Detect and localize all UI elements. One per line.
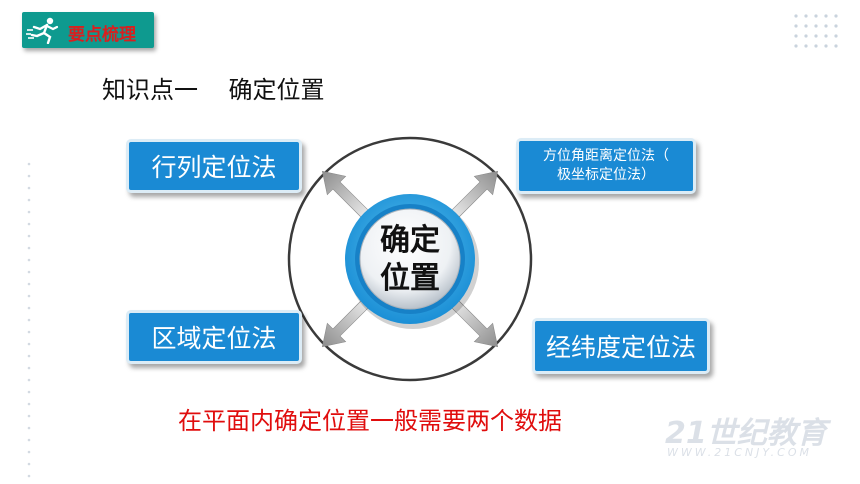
watermark-sub: WWW.21CNJY.COM (667, 446, 813, 459)
method-polar: 方位角距离定位法（ 极坐标定位法） (516, 138, 696, 194)
method-polar-line-1: 方位角距离定位法（ (543, 148, 669, 164)
method-lat-lon-label: 经纬度定位法 (545, 333, 696, 362)
section-title: 知识点一 确定位置 (102, 76, 325, 104)
vertical-dots-decoration (27, 162, 31, 478)
method-region: 区域定位法 (126, 310, 302, 364)
watermark-logo: 21世纪教育 WWW.21CNJY.COM (665, 408, 845, 464)
center-line-1: 确定 (380, 223, 440, 258)
header-label: 要点梳理 (68, 25, 136, 45)
header-badge: 要点梳理 (22, 12, 154, 48)
center-label: 确定 位置 (366, 222, 454, 298)
watermark-main: 21世纪教育 (665, 416, 827, 451)
method-lat-lon: 经纬度定位法 (532, 318, 710, 374)
method-row-column-label: 行列定位法 (151, 153, 277, 182)
outer-ring (287, 136, 533, 382)
conclusion-text: 在平面内确定位置一般需要两个数据 (178, 407, 562, 435)
dots-decoration (794, 14, 838, 48)
method-region-label: 区域定位法 (151, 324, 277, 353)
center-line-2: 位置 (380, 261, 440, 296)
method-polar-line-2: 极坐标定位法） (557, 167, 655, 183)
runner-icon (26, 17, 59, 44)
hub-inner (359, 208, 461, 310)
method-row-column: 行列定位法 (126, 139, 302, 193)
